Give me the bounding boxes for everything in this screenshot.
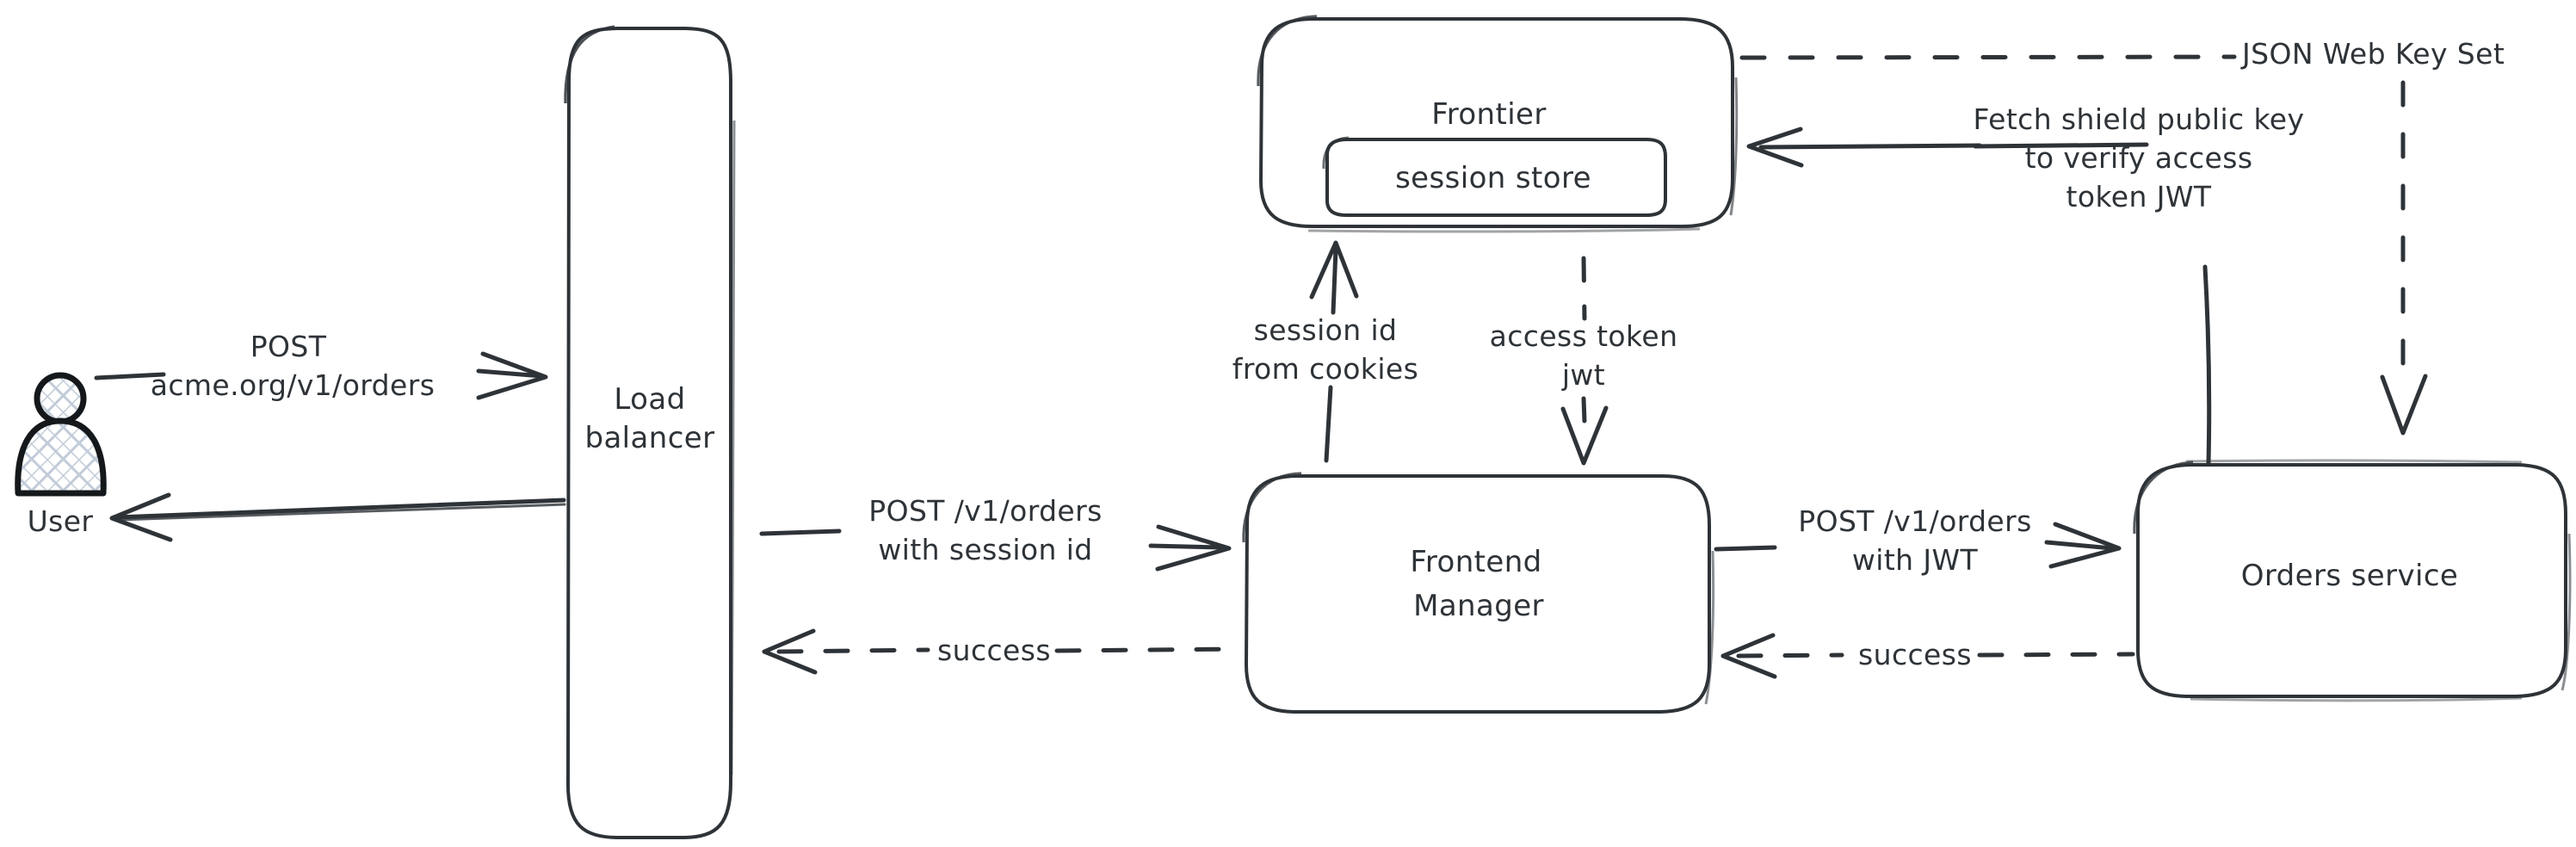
edge-label-to-verify-access: to verify access — [2024, 141, 2253, 175]
edge-frontier-to-orders-service — [1739, 54, 2428, 436]
arrowhead-right-icon — [2048, 522, 2122, 569]
arrowhead-left-icon — [109, 492, 173, 542]
edge-label-with-session-id: with session id — [878, 533, 1093, 566]
edge-label-from-cookies: from cookies — [1232, 352, 1419, 386]
edge-label-session-id: session id — [1253, 313, 1398, 347]
edge-label-success-right: success — [1858, 638, 1972, 671]
arrowhead-left-icon — [762, 628, 818, 675]
edge-user-to-load-balancer — [94, 351, 548, 400]
edge-label-post-url: acme.org/v1/orders — [150, 368, 436, 402]
user-label: User — [27, 504, 94, 538]
arrowhead-left-icon — [1746, 127, 1804, 168]
edge-load-balancer-to-user — [109, 492, 566, 542]
edge-label-post-v1-orders-jwt: POST /v1/orders — [1798, 504, 2032, 538]
edge-load-balancer-to-frontend-manager — [759, 524, 1232, 572]
edge-label-with-jwt: with JWT — [1851, 543, 1979, 577]
edge-label-fetch-shield-public-key: Fetch shield public key — [1973, 102, 2305, 136]
user-head-icon — [34, 372, 87, 425]
edge-label-access-token: access token — [1489, 319, 1678, 353]
edge-orders-service-to-frontend-manager — [1720, 633, 2135, 679]
edge-frontend-manager-to-orders-service — [1714, 522, 2122, 569]
edge-orders-service-to-frontier — [1746, 127, 2212, 466]
edge-frontier-to-frontend-manager — [1560, 256, 1609, 466]
node-user[interactable] — [15, 372, 107, 497]
arrowhead-left-icon — [1720, 633, 1777, 679]
edge-label-post-method: POST — [250, 330, 327, 363]
node-frontend-manager[interactable] — [1242, 472, 1715, 714]
edge-label-token-jwt: token JWT — [2066, 180, 2212, 213]
node-load-balancer[interactable] — [564, 25, 736, 839]
frontend-manager-label-line2: Manager — [1413, 589, 1544, 623]
arrowhead-down-icon — [2380, 374, 2428, 436]
edge-label-jwt: jwt — [1561, 358, 1606, 392]
edge-frontend-manager-to-load-balancer — [762, 628, 1245, 675]
node-frontier[interactable] — [1257, 15, 1739, 233]
user-body-icon — [15, 417, 107, 497]
arrowhead-right-icon — [476, 351, 548, 400]
orders-service-label: Orders service — [2240, 559, 2459, 593]
frontier-label: Frontier — [1431, 97, 1547, 132]
edge-label-json-web-key-set: JSON Web Key Set — [2242, 37, 2505, 71]
load-balancer-label-line2: balancer — [584, 421, 715, 455]
edge-frontend-manager-to-frontier — [1309, 240, 1359, 463]
arrowhead-right-icon — [1155, 524, 1232, 572]
session-store-label: session store — [1395, 161, 1591, 195]
frontend-manager-label-line1: Frontend — [1410, 545, 1542, 579]
edge-label-success-left: success — [937, 634, 1051, 667]
load-balancer-label-line1: Load — [614, 382, 686, 417]
node-orders-service[interactable] — [2133, 459, 2572, 702]
arrowhead-down-icon — [1560, 405, 1609, 466]
arrowhead-up-icon — [1309, 240, 1359, 300]
edge-label-post-v1-orders-session: POST /v1/orders — [868, 494, 1103, 528]
